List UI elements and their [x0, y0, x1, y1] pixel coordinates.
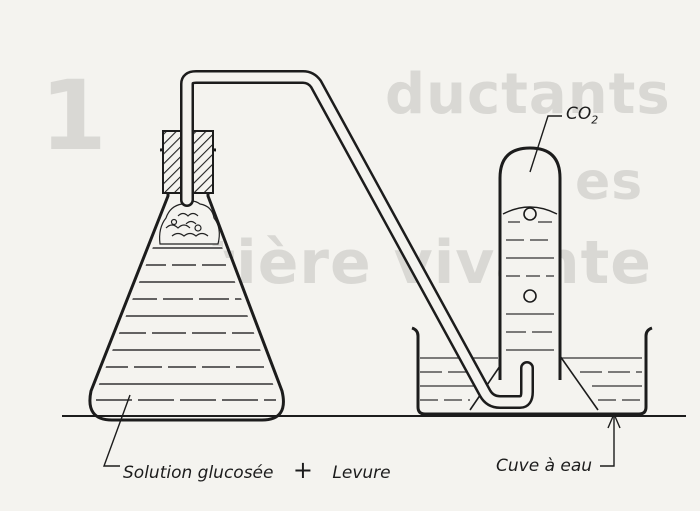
co2-label-text: CO [566, 104, 592, 124]
delivery-tube [180, 70, 534, 409]
leader-solution [102, 394, 131, 467]
flask-foam [159, 200, 220, 245]
gas-collection-tube [498, 146, 562, 384]
bleed-through-text-1: ductants [385, 62, 671, 127]
leader-lines [102, 115, 621, 467]
solution-label: Solution glucosée + Levure [123, 456, 391, 484]
bleed-through-number: 1 [40, 60, 108, 172]
leader-co2 [529, 115, 562, 173]
gas-bubble [523, 289, 537, 303]
solution-text: Solution glucosée [123, 463, 274, 483]
gas-bubble [523, 207, 537, 221]
tube-meniscus [502, 206, 558, 215]
bleed-through-text-2: es [575, 152, 644, 212]
tub-label: Cuve à eau [496, 456, 593, 476]
leader-tub [600, 414, 615, 467]
plus-sign: + [292, 456, 313, 484]
yeast-text: Levure [332, 463, 391, 483]
co2-subscript: 2 [591, 113, 599, 127]
flask-liquid [95, 246, 278, 415]
co2-label: CO2 [566, 104, 598, 126]
